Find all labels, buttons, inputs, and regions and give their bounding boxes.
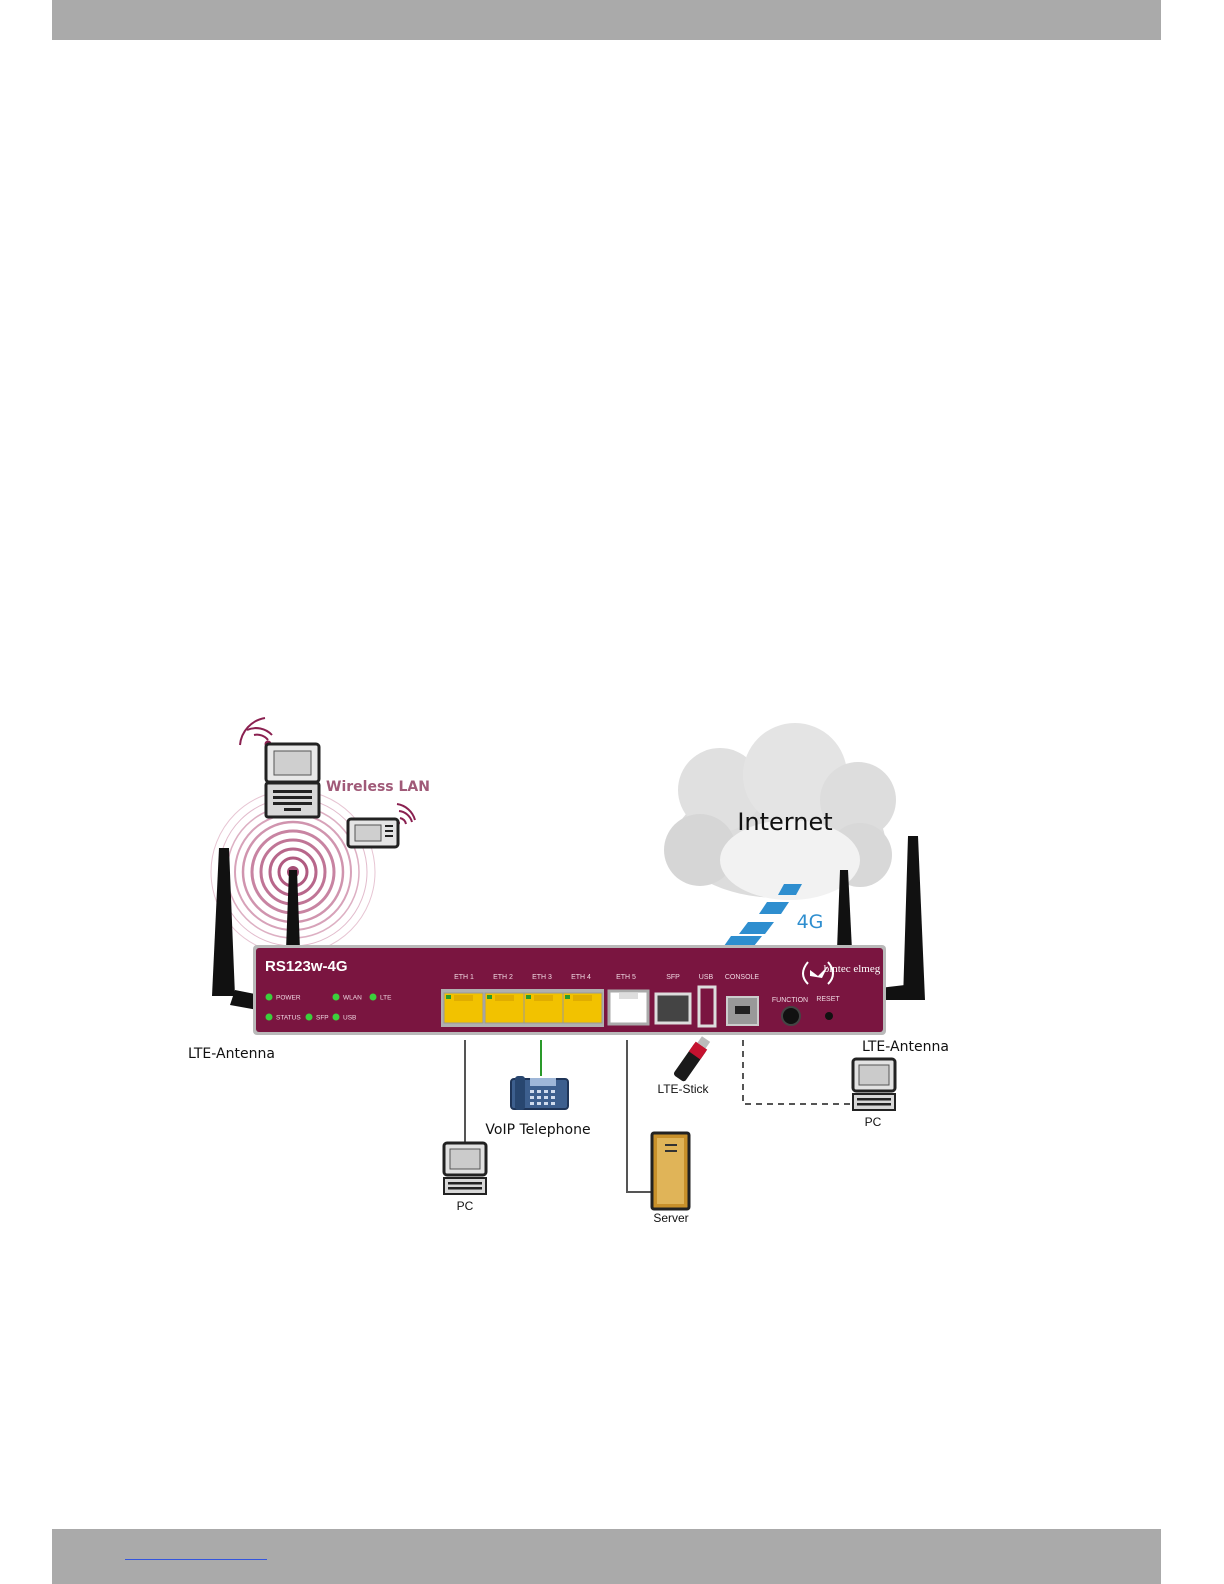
button-label-reset: RESET	[816, 996, 840, 1003]
port-label-eth5: ETH 5	[616, 974, 636, 981]
port-label-eth4: ETH 4	[571, 974, 591, 981]
internet-label: Internet	[737, 808, 832, 836]
voip-phone-icon	[511, 1076, 568, 1110]
pc-right-icon	[853, 1059, 895, 1110]
server-label: Server	[653, 1211, 688, 1225]
led-label-usb: USB	[343, 1015, 356, 1022]
led-label-lte: LTE	[380, 995, 392, 1002]
port-eth1-led	[446, 995, 451, 999]
button-label-function: FUNCTION	[772, 997, 808, 1004]
laptop-icon	[240, 718, 319, 817]
port-sfp-icon	[656, 994, 690, 1023]
brand-label: bintec elmeg	[824, 963, 881, 975]
led-lte-icon	[370, 994, 377, 1001]
port-label-usb: USB	[699, 974, 714, 981]
4g-label: 4G	[797, 911, 824, 933]
led-label-power: POWER	[276, 995, 301, 1002]
port-label-sfp: SFP	[666, 974, 680, 981]
port-eth4-led	[565, 995, 570, 999]
port-usb-icon	[699, 987, 715, 1026]
led-label-sfp: SFP	[316, 1015, 329, 1022]
port-label-console: CONSOLE	[725, 974, 760, 981]
port-console-socket	[735, 1006, 750, 1014]
port-eth5-notch	[619, 993, 638, 999]
lte-stick-label: LTE-Stick	[657, 1082, 709, 1096]
led-wlan-icon	[333, 994, 340, 1001]
port-eth3-led	[526, 995, 531, 999]
footer-link[interactable]	[125, 1543, 267, 1560]
wireless-lan-label: Wireless LAN	[326, 779, 430, 795]
reset-button	[825, 1012, 833, 1020]
lte-stick-icon	[673, 1035, 712, 1082]
led-label-status: STATUS	[276, 1015, 301, 1022]
port-eth4-notch	[573, 995, 592, 1001]
led-sfp-icon	[306, 1014, 313, 1021]
pc-bottom-icon	[444, 1143, 486, 1194]
led-status-icon	[266, 1014, 273, 1021]
server-icon	[652, 1133, 689, 1209]
wlan-antenna-left-icon	[286, 870, 300, 950]
lte-antenna-left-label: LTE-Antenna	[188, 1046, 275, 1062]
lte-antenna-right-label: LTE-Antenna	[862, 1039, 949, 1055]
led-power-icon	[266, 994, 273, 1001]
device-model-label: RS123w-4G	[265, 958, 348, 975]
port-label-eth1: ETH 1	[454, 974, 474, 981]
led-label-wlan: WLAN	[343, 995, 362, 1002]
port-eth1-notch	[454, 995, 473, 1001]
pc-right-label: PC	[865, 1115, 882, 1129]
pc-bottom-label: PC	[457, 1199, 474, 1213]
port-eth2-led	[487, 995, 492, 999]
function-button	[782, 1007, 800, 1025]
port-label-eth3: ETH 3	[532, 974, 552, 981]
port-label-eth2: ETH 2	[493, 974, 513, 981]
port-eth2-notch	[495, 995, 514, 1001]
tablet-icon	[348, 804, 415, 847]
led-usb-icon	[333, 1014, 340, 1021]
voip-telephone-label: VoIP Telephone	[485, 1122, 590, 1138]
port-eth3-notch	[534, 995, 553, 1001]
